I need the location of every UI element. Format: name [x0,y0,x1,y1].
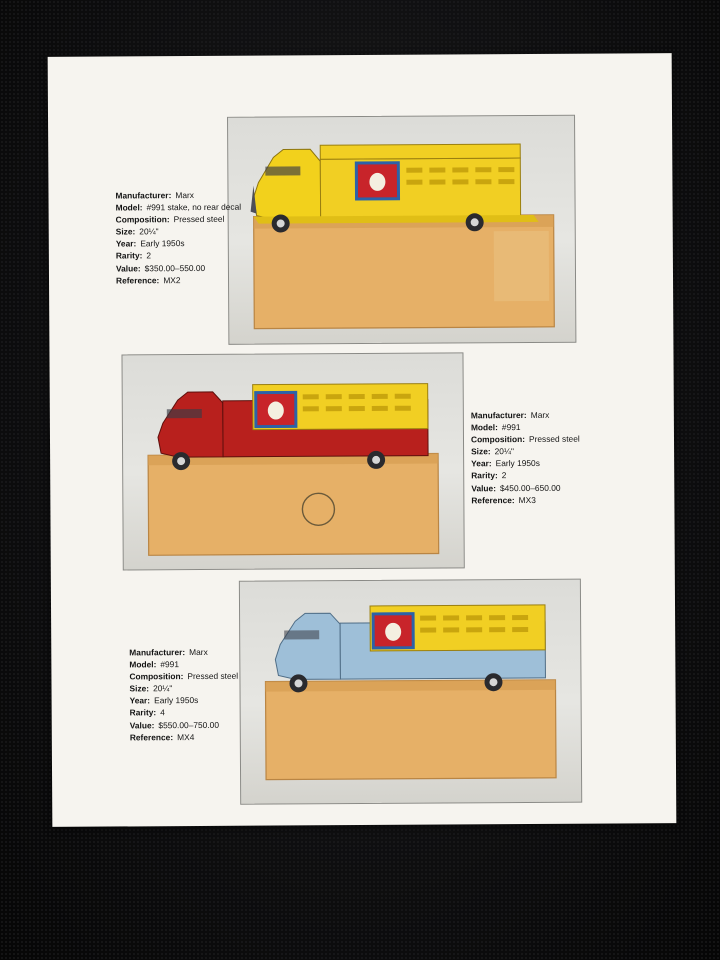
spec-row-rarity: Rarity:2 [116,249,242,262]
spec-label: Composition: [115,214,170,225]
spec-value: 20¼" [153,683,173,694]
spec-row-value: Value:$350.00–550.00 [116,261,242,274]
spec-value: Marx [530,409,550,420]
spec-value: #991 stake, no rear decal [146,201,242,213]
toy-box [147,452,440,556]
spec-row-reference: Reference:MX2 [116,273,242,286]
spec-value: MX3 [518,494,536,505]
spec-label: Year: [471,458,492,469]
spec-value: 2 [501,470,507,481]
catalog-page: Manufacturer:Marx Model:#991 stake, no r… [47,53,677,827]
spec-label: Composition: [129,671,184,682]
spec-value: Pressed steel [187,670,239,682]
spec-value: Pressed steel [528,433,580,445]
spec-row-value: Value:$550.00–750.00 [130,718,239,731]
spec-block-mx4: Manufacturer:Marx Model:#991 Composition… [129,646,238,743]
spec-value: Pressed steel [173,214,225,225]
spec-row-year: Year:Early 1950s [116,237,242,250]
spec-value: $350.00–550.00 [144,262,206,273]
photo-red-truck [121,352,465,571]
spec-value: Marx [175,190,194,201]
spec-label: Year: [129,695,151,706]
truck-illustration-red [147,383,440,556]
spec-row-rarity: Rarity:4 [130,706,239,719]
spec-label: Composition: [470,434,525,445]
spec-row-manufacturer: Manufacturer:Marx [471,409,580,422]
spec-row-size: Size:20¼" [116,225,242,238]
spec-block-mx2: Manufacturer:Marx Model:#991 stake, no r… [115,189,241,287]
spec-label: Model: [470,422,498,433]
spec-value: 2 [146,250,152,261]
photo-blue-truck [238,578,583,805]
spec-label: Size: [129,683,150,694]
spec-row-composition: Composition:Pressed steel [129,670,238,683]
spec-value: $550.00–750.00 [158,719,219,730]
spec-value: MX2 [163,274,181,285]
spec-value: 4 [160,707,165,718]
spec-label: Reference: [471,494,515,505]
truck-yellow [250,143,539,233]
spec-value: $450.00–650.00 [499,482,561,493]
spec-row-year: Year:Early 1950s [130,694,239,707]
photo-yellow-truck [227,114,577,345]
spec-row-reference: Reference:MX3 [471,493,580,506]
spec-label: Rarity: [115,250,143,261]
spec-value: 20¼" [494,446,514,457]
spec-row-manufacturer: Manufacturer:Marx [129,646,238,659]
spec-label: Year: [115,238,137,249]
spec-label: Reference: [129,731,174,743]
spec-row-year: Year:Early 1950s [471,457,580,470]
spec-row-model: Model:#991 [129,658,238,671]
spec-label: Size: [471,446,491,457]
truck-blue [274,604,546,693]
spec-label: Value: [115,262,141,274]
truck-illustration-yellow [250,143,555,330]
spec-label: Rarity: [471,470,498,481]
spec-row-model: Model:#991 stake, no rear decal [116,201,242,214]
spec-row-reference: Reference:MX4 [130,730,239,743]
spec-row-value: Value:$450.00–650.00 [471,481,580,494]
spec-row-rarity: Rarity:2 [471,469,580,482]
spec-row-model: Model:#991 [471,421,580,434]
spec-label: Value: [129,719,155,730]
spec-label: Model: [129,659,157,670]
spec-value: Early 1950s [495,458,540,469]
spec-label: Size: [115,226,136,237]
spec-value: Early 1950s [140,238,185,249]
truck-red [157,383,429,471]
spec-label: Reference: [115,274,160,286]
spec-row-manufacturer: Manufacturer:Marx [115,189,241,202]
spec-value: #991 [160,659,180,670]
spec-value: MX4 [177,731,195,742]
spec-row-composition: Composition:Pressed steel [471,433,580,446]
truck-illustration-blue [264,604,557,781]
spec-label: Rarity: [129,707,157,718]
spec-value: #991 [501,422,521,433]
spec-value: Marx [189,646,208,658]
toy-box [264,679,557,781]
spec-label: Manufacturer: [115,190,172,201]
spec-label: Manufacturer: [470,409,527,421]
spec-value: Early 1950s [154,695,199,706]
spec-block-mx3: Manufacturer:Marx Model:#991 Composition… [471,409,580,506]
spec-value: 20¼" [139,226,159,237]
spec-row-size: Size:20¼" [129,682,238,695]
spec-row-composition: Composition:Pressed steel [116,213,242,226]
spec-label: Manufacturer: [129,647,186,658]
spec-label: Model: [115,202,143,213]
spec-row-size: Size:20¼" [471,445,580,458]
spec-label: Value: [471,482,496,493]
